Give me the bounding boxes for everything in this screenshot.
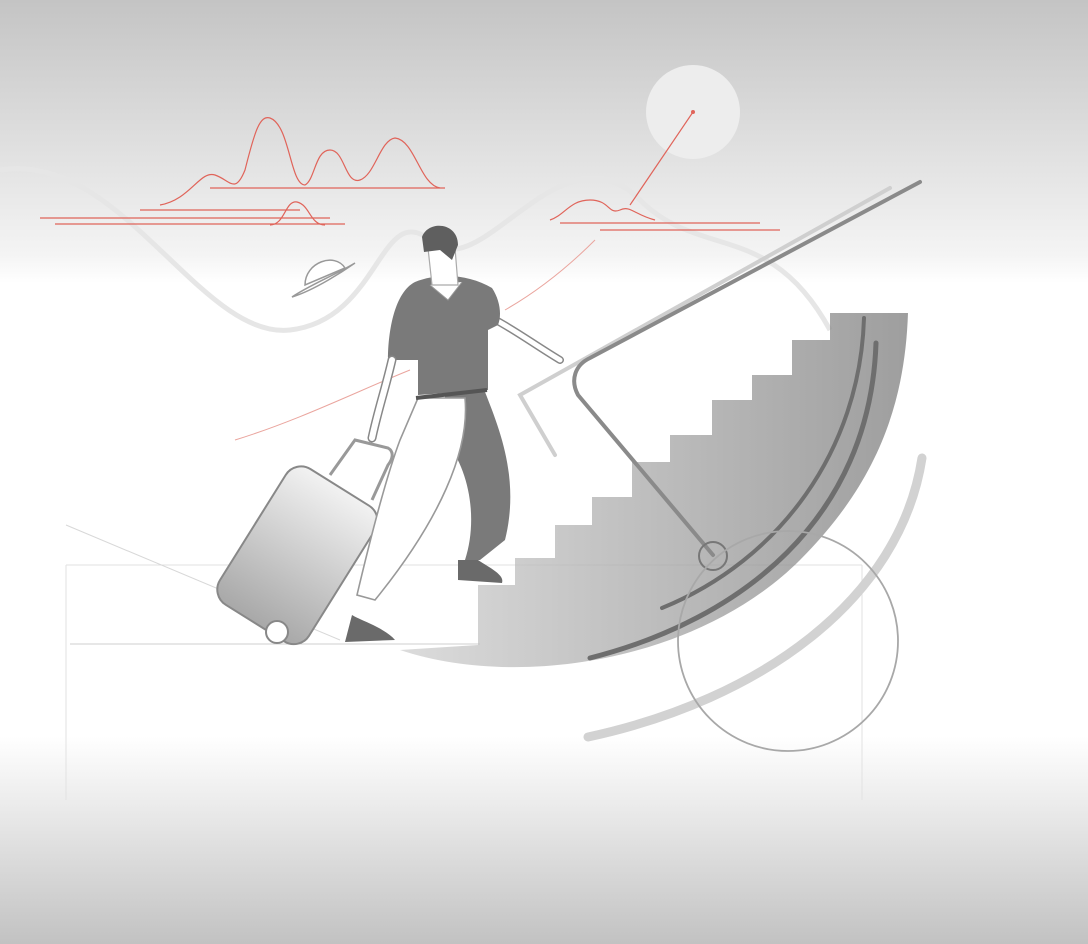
- handrail: [517, 180, 922, 571]
- hat-icon: [291, 259, 356, 298]
- cloud-icon: [40, 117, 780, 231]
- decorative-arcs: [583, 316, 927, 752]
- man-figure: [345, 225, 564, 642]
- suitcase-icon: [216, 438, 394, 646]
- stairs-icon: [400, 313, 908, 668]
- sun-icon: [629, 65, 740, 206]
